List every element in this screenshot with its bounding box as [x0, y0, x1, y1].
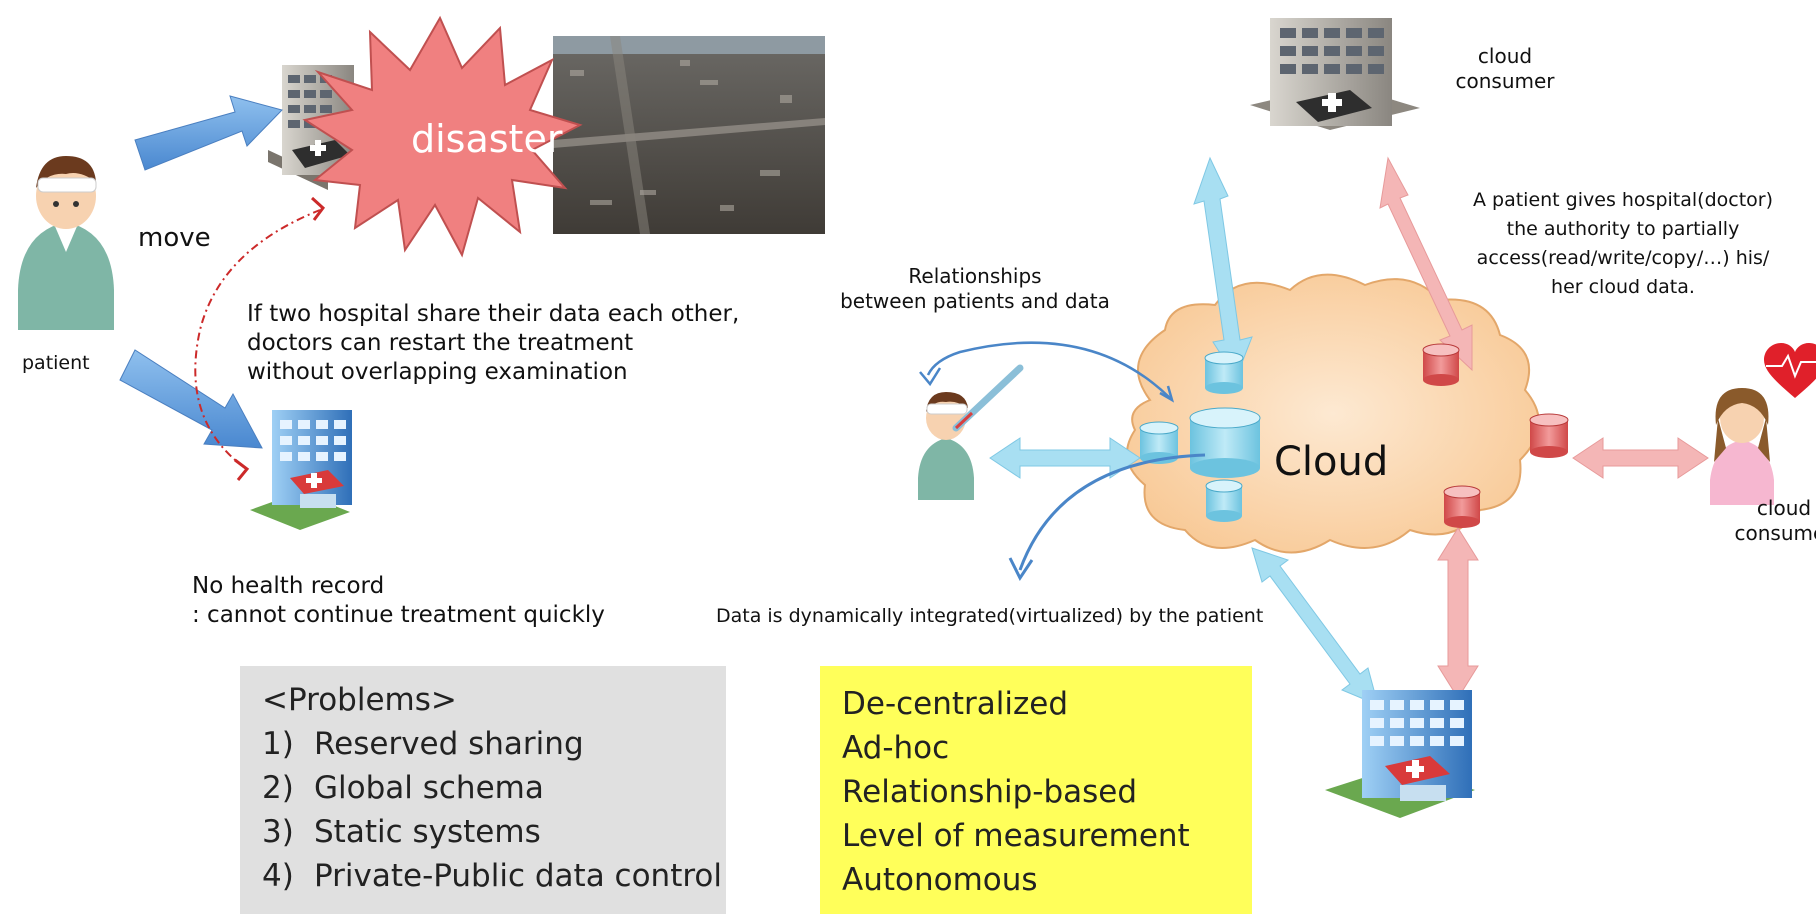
authority-line: her cloud data.: [1551, 276, 1695, 298]
consumer-figure-right: [1710, 388, 1774, 505]
share-note-line: doctors can restart the treatment: [247, 329, 634, 356]
feature-item: Level of measurement: [842, 818, 1190, 854]
heart-icon: [1764, 343, 1816, 398]
consumer-line: consumer: [1455, 69, 1555, 93]
right-consumer-label: cloud consumer: [1709, 496, 1816, 546]
db-cylinder-blue-1: [1204, 351, 1244, 394]
relationships-line: between patients and data: [840, 289, 1110, 313]
problems-title: <Problems>: [262, 682, 457, 718]
share-note-line: without overlapping examination: [247, 358, 628, 385]
features-box: De-centralized Ad-hoc Relationship-based…: [820, 666, 1252, 914]
authority-note: A patient gives hospital(doctor) the aut…: [1450, 186, 1796, 302]
relationship-arrow: [926, 341, 1171, 399]
patient-label: patient: [22, 352, 90, 374]
arrow-top-hospital-cloud-pink: [1379, 156, 1473, 372]
consumer-line: cloud: [1756, 496, 1812, 520]
problem-number: 3): [262, 814, 294, 850]
problem-number: 2): [262, 770, 294, 806]
hospital-blue-left: [250, 410, 352, 530]
integration-note: Data is dynamically integrated(virtualiz…: [716, 605, 1264, 627]
no-record-line: : cannot continue treatment quickly: [192, 601, 605, 628]
patient-figure-right: [918, 364, 1024, 500]
authority-line: A patient gives hospital(doctor): [1472, 189, 1774, 211]
problem-item: 4) Private-Public data control: [262, 854, 722, 898]
patient-figure-left: [18, 156, 114, 330]
move-label: move: [138, 223, 211, 253]
problem-number: 1): [262, 726, 294, 762]
feature-item: Autonomous: [842, 862, 1038, 898]
problem-text: Private-Public data control: [314, 858, 722, 894]
disaster-label: disaster: [411, 117, 563, 161]
feature-item: Relationship-based: [842, 774, 1138, 810]
db-cylinder-red-2: [1529, 413, 1569, 458]
authority-line: the authority to partially: [1506, 218, 1740, 240]
db-cylinder-red-1: [1422, 343, 1460, 386]
arrow-cloud-consumer: [1572, 437, 1709, 479]
cloud-label: Cloud: [1274, 439, 1389, 485]
data-share-link: [194, 209, 321, 469]
relationships-note: Relationships between patients and data: [820, 264, 1130, 314]
hospital-blue-bottom-right: [1325, 690, 1475, 818]
consumer-line: cloud: [1477, 44, 1533, 68]
arrow-cloud-bottom-hospital-pink: [1437, 527, 1479, 699]
no-record-line: No health record: [192, 573, 385, 599]
problems-box: <Problems> 1) Reserved sharing 2) Global s…: [240, 666, 726, 914]
consumer-line: consumer: [1734, 521, 1816, 545]
integration-arrow: [1018, 453, 1206, 571]
problem-item: 2) Global schema: [262, 766, 704, 810]
problem-text: Global schema: [314, 770, 544, 806]
problem-text: Reserved sharing: [314, 726, 584, 762]
feature-item: Ad-hoc: [842, 730, 950, 766]
arrow-cloud-bottom-hospital: [1251, 547, 1379, 706]
problem-item: 3) Static systems: [262, 810, 704, 854]
db-cylinder-blue-3: [1205, 479, 1243, 522]
hospital-gray-top-right: [1250, 18, 1420, 130]
no-record-note: No health record : cannot continue treat…: [192, 572, 605, 630]
top-consumer-label: cloud consumer: [1440, 44, 1570, 94]
move-arrow-upper: [134, 95, 283, 171]
authority-line: access(read/write/copy/…) his/: [1476, 247, 1770, 269]
feature-item: De-centralized: [842, 686, 1069, 722]
db-cylinder-blue-main: [1189, 407, 1261, 478]
disaster-burst: [302, 15, 583, 258]
share-note-line: If two hospital share their data each ot…: [247, 301, 740, 327]
share-note: If two hospital share their data each ot…: [247, 300, 739, 386]
problem-number: 4): [262, 858, 294, 894]
problem-item: 1) Reserved sharing: [262, 722, 704, 766]
move-arrow-lower: [119, 349, 263, 449]
relationships-line: Relationships: [908, 264, 1042, 288]
db-cylinder-red-3: [1443, 485, 1481, 528]
problem-text: Static systems: [314, 814, 541, 850]
disaster-photo: [553, 36, 825, 234]
